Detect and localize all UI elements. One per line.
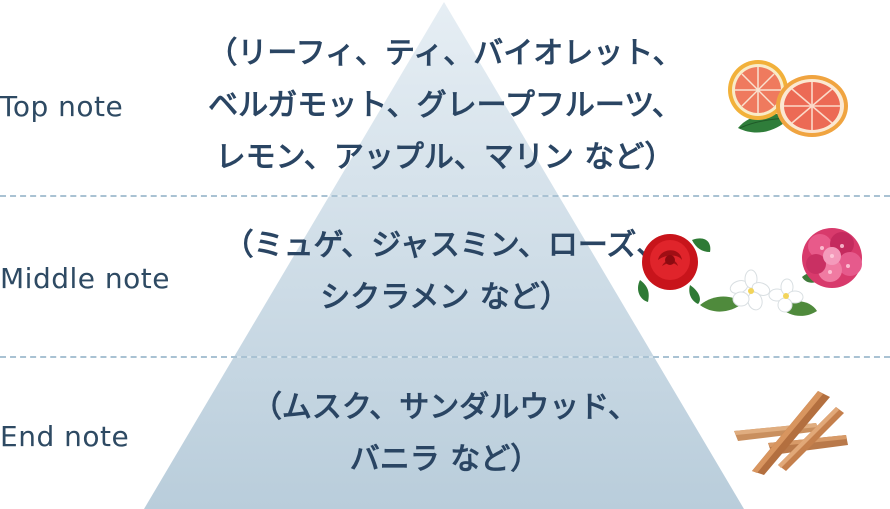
jasmine-icon [700, 269, 817, 316]
grapefruit-icon [728, 60, 848, 137]
end-note-ingredients: （ムスク、サンダルウッド、 バニラ など） [200, 382, 690, 486]
end-note-label: End note [0, 420, 130, 453]
top-note-line-3: レモン、アップル、マリン など） [215, 140, 675, 175]
top-note-ingredients: （リーフィ、ティ、バイオレット、 ベルガモット、グレープフルーツ、 レモン、アッ… [190, 28, 700, 184]
end-note-line-2: バニラ など） [349, 442, 541, 477]
top-note-line-1: （リーフィ、ティ、バイオレット、 [207, 36, 683, 71]
divider-middle-end [0, 356, 890, 358]
top-note-line-2: ベルガモット、グレープフルーツ、 [208, 88, 682, 123]
middle-note-label: Middle note [0, 262, 170, 295]
carnation-icon [802, 228, 862, 288]
middle-note-line-1: （ミュゲ、ジャスミン、ローズ、 [223, 228, 667, 263]
middle-note-line-2: シクラメン など） [320, 280, 570, 315]
middle-note-ingredients: （ミュゲ、ジャスミン、ローズ、 シクラメン など） [200, 220, 690, 324]
end-note-line-1: （ムスク、サンダルウッド、 [251, 390, 639, 425]
divider-top-middle [0, 195, 890, 197]
rose-icon [637, 234, 711, 304]
sandalwood-icon [734, 391, 848, 475]
pyramid-triangle [144, 2, 744, 509]
top-note-label: Top note [0, 90, 124, 123]
